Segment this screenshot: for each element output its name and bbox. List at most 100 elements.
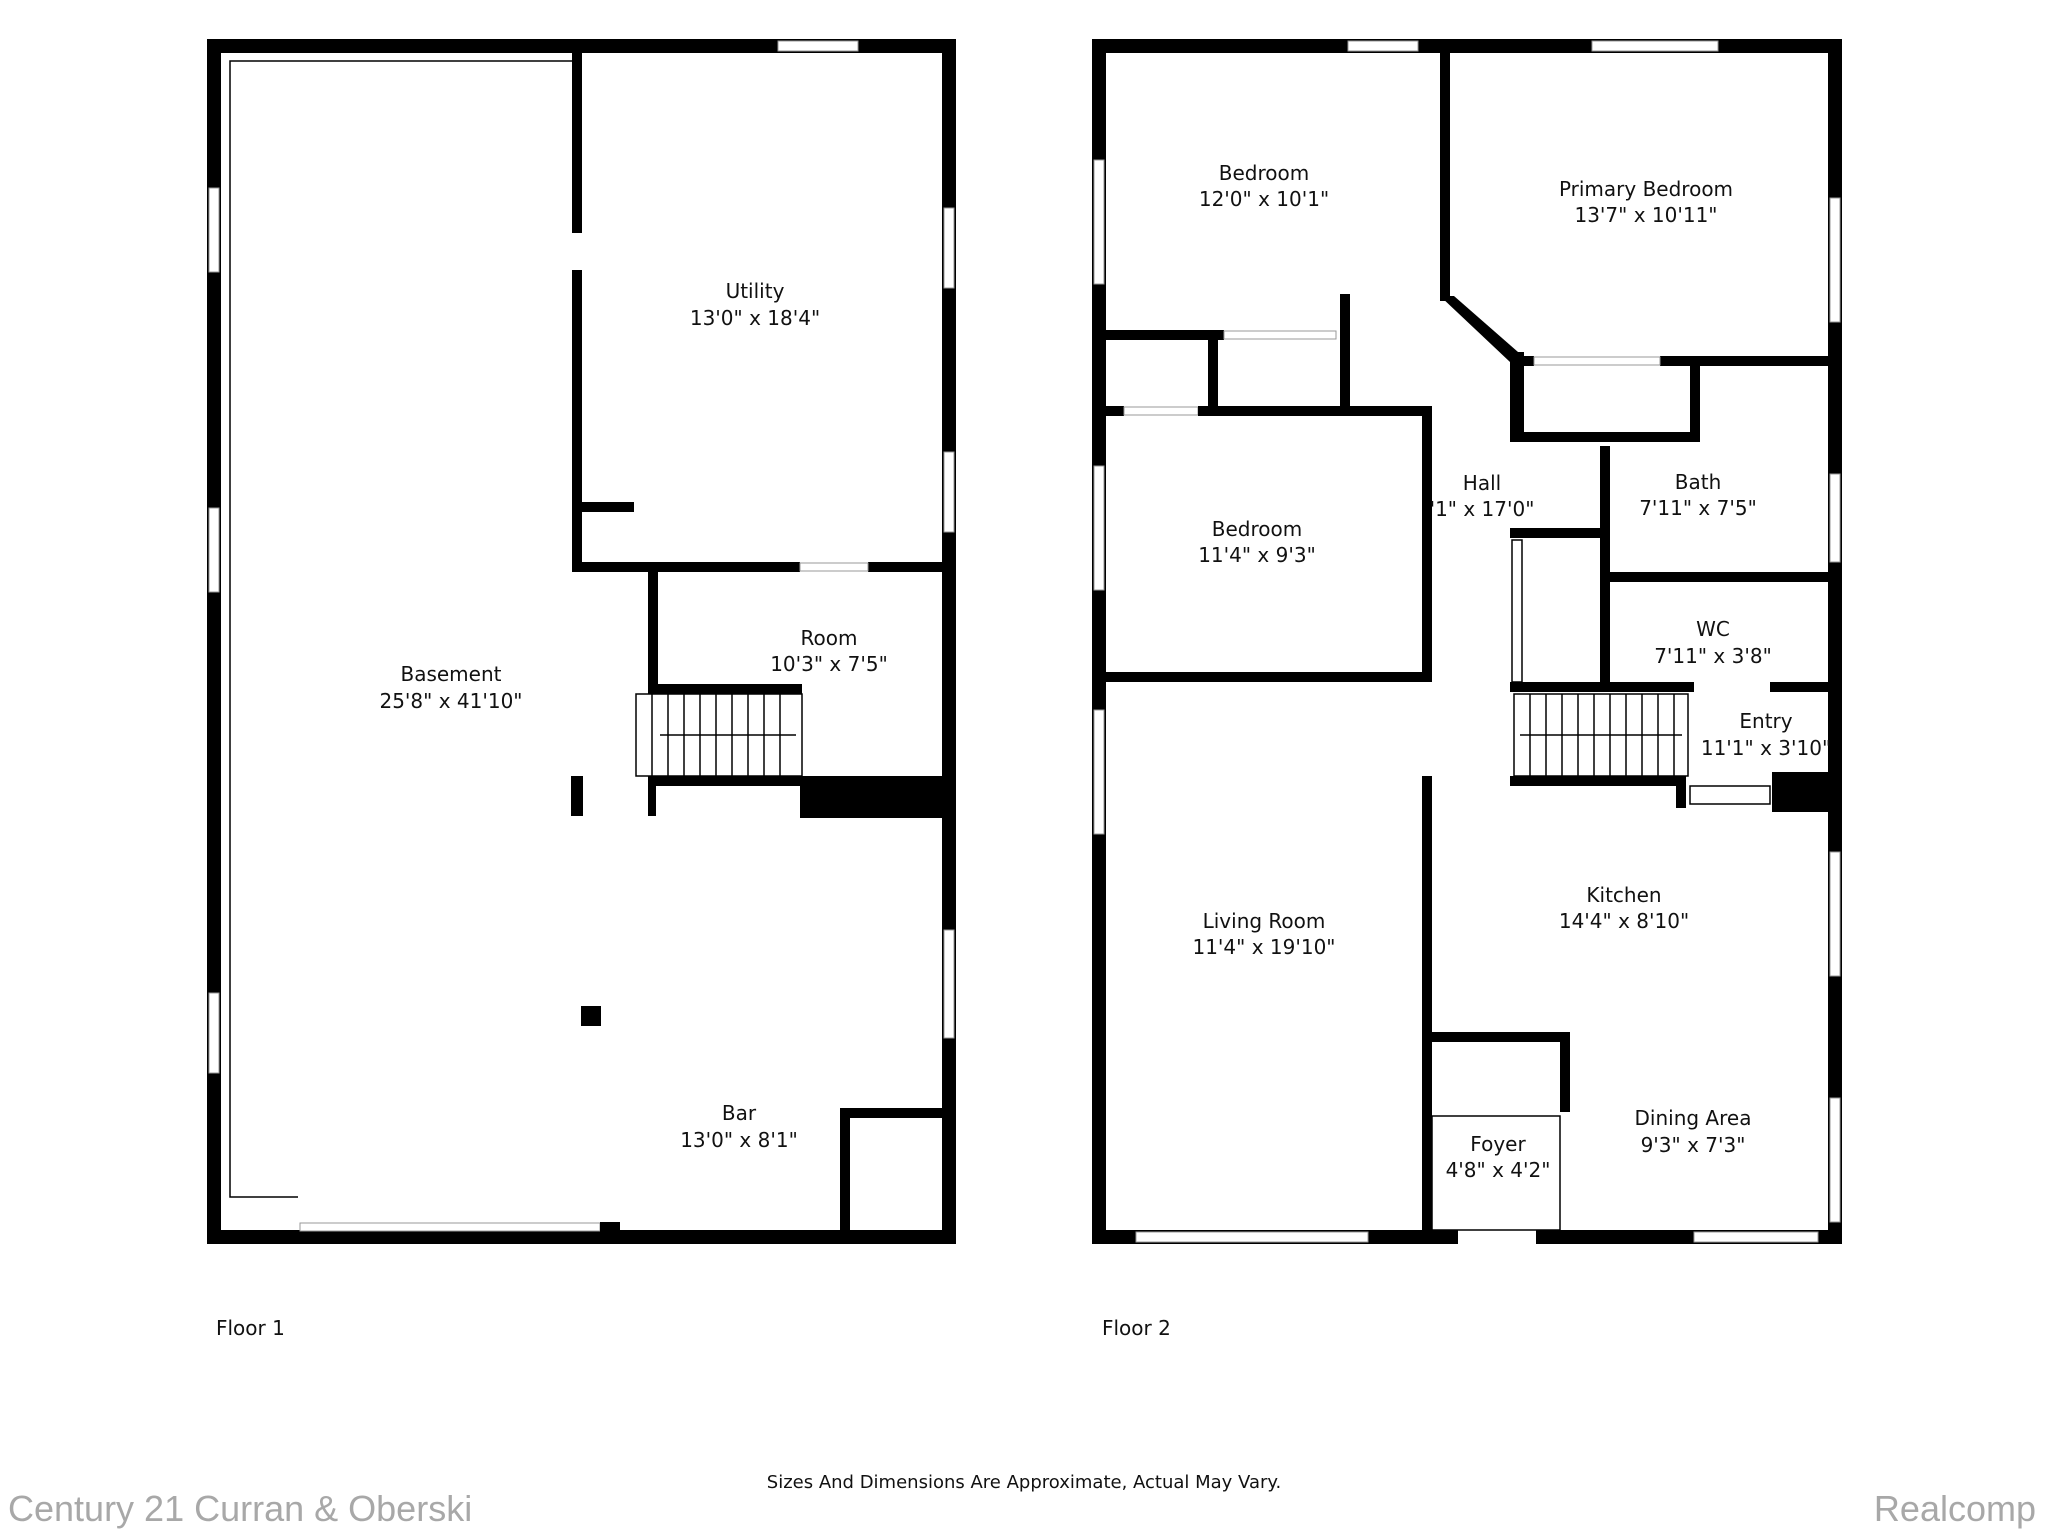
wall: [648, 776, 656, 816]
room-dims-bedroom-2: 11'4" x 9'3": [1198, 543, 1316, 567]
floor-1-label: Floor 1: [216, 1316, 285, 1340]
wall: [1560, 1032, 1570, 1112]
window: [1829, 197, 1841, 323]
window: [1093, 465, 1105, 591]
column: [581, 1006, 601, 1026]
wall: [1772, 772, 1842, 812]
room-name-foyer: Foyer: [1470, 1132, 1526, 1156]
wall: [1510, 682, 1694, 692]
wall: [1600, 446, 1610, 686]
stairs-treads: [1520, 694, 1682, 776]
window: [208, 992, 220, 1074]
wall: [1106, 406, 1124, 416]
room-name-wc: WC: [1696, 617, 1730, 641]
room-dims-room: 10'3" x 7'5": [770, 652, 888, 676]
door: [1223, 330, 1337, 340]
room-name-entry: Entry: [1739, 709, 1792, 733]
wall: [840, 1108, 948, 1118]
wall: [648, 684, 802, 694]
floor-1-plan: Utility 13'0" x 18'4" Basement 25'8" x 4…: [207, 39, 956, 1244]
door: [1533, 356, 1661, 366]
wall: [207, 1230, 956, 1244]
room-name-dining-area: Dining Area: [1635, 1106, 1752, 1130]
room-name-bedroom-1: Bedroom: [1219, 161, 1309, 185]
wall: [1510, 432, 1698, 442]
wall: [1432, 1032, 1568, 1042]
wall: [1510, 356, 1534, 366]
door: [1123, 406, 1199, 416]
window: [1135, 1231, 1369, 1243]
room-name-room: Room: [801, 626, 858, 650]
floor-2-plan: Bedroom 12'0" x 10'1" Primary Bedroom 13…: [1092, 39, 1842, 1244]
window: [1591, 40, 1719, 52]
wall: [1208, 330, 1218, 406]
wall: [1440, 53, 1450, 301]
room-dims-bath: 7'11" x 7'5": [1639, 496, 1757, 520]
window: [1093, 159, 1105, 285]
room-name-kitchen: Kitchen: [1586, 883, 1661, 907]
foyer-outline: [1431, 1115, 1561, 1231]
wall: [1198, 406, 1430, 416]
wall: [1600, 572, 1832, 582]
room-dims-foyer: 4'8" x 4'2": [1446, 1158, 1551, 1182]
room-name-utility: Utility: [726, 279, 785, 303]
brand-right: Realcomp: [1873, 1488, 2036, 1529]
door: [799, 562, 869, 572]
window: [1093, 709, 1105, 835]
room-name-basement: Basement: [400, 662, 501, 686]
room-name-bedroom-2: Bedroom: [1212, 517, 1302, 541]
wall: [600, 1222, 620, 1232]
wall: [1340, 294, 1350, 406]
wall: [648, 776, 802, 786]
wall: [1092, 39, 1106, 1244]
wall: [1676, 776, 1686, 808]
room-dims-dining-area: 9'3" x 7'3": [1641, 1133, 1746, 1157]
window: [1347, 40, 1419, 52]
wall: [572, 53, 582, 233]
disclaimer-text: Sizes And Dimensions Are Approximate, Ac…: [766, 1472, 1282, 1493]
floor-2-label: Floor 2: [1102, 1316, 1171, 1340]
room-name-bar: Bar: [722, 1101, 757, 1125]
window: [943, 451, 955, 533]
room-name-hall: Hall: [1463, 471, 1501, 495]
closet-outline: [1511, 539, 1523, 683]
wall: [572, 270, 582, 570]
window: [1829, 473, 1841, 563]
wall: [1106, 330, 1216, 340]
room-dims-hall: '1" x 17'0": [1430, 497, 1535, 521]
entry-door: [1689, 785, 1771, 805]
room-dims-primary-bedroom: 13'7" x 10'11": [1574, 203, 1717, 227]
window: [208, 187, 220, 273]
window: [208, 507, 220, 593]
room-dims-basement: 25'8" x 41'10": [379, 689, 522, 713]
wall: [1510, 352, 1524, 442]
wall: [1092, 39, 1842, 53]
room-dims-living-room: 11'4" x 19'10": [1192, 935, 1335, 959]
window: [1693, 1231, 1819, 1243]
wall: [648, 562, 658, 692]
window: [777, 40, 859, 52]
room-dims-kitchen: 14'4" x 8'10": [1559, 909, 1689, 933]
wall: [1510, 776, 1680, 786]
room-dims-wc: 7'11" x 3'8": [1654, 644, 1772, 668]
window: [943, 207, 955, 289]
wall: [1422, 776, 1432, 1230]
wall: [840, 1108, 850, 1232]
wall: [572, 562, 800, 572]
room-name-bath: Bath: [1675, 470, 1722, 494]
wall: [1510, 528, 1610, 538]
window: [1829, 851, 1841, 977]
wall: [207, 39, 956, 53]
room-dims-bedroom-1: 12'0" x 10'1": [1199, 187, 1329, 211]
brand-left: Century 21 Curran & Oberski: [8, 1488, 473, 1529]
wall: [868, 562, 948, 572]
room-name-living-room: Living Room: [1203, 909, 1326, 933]
stairs-treads: [651, 694, 796, 776]
wall: [1440, 296, 1518, 362]
wall: [800, 776, 948, 818]
room-dims-entry: 11'1" x 3'10": [1701, 736, 1831, 760]
room-name-primary-bedroom: Primary Bedroom: [1559, 177, 1733, 201]
wall: [1106, 672, 1432, 682]
wall: [1770, 682, 1832, 692]
wall: [1660, 356, 1842, 366]
